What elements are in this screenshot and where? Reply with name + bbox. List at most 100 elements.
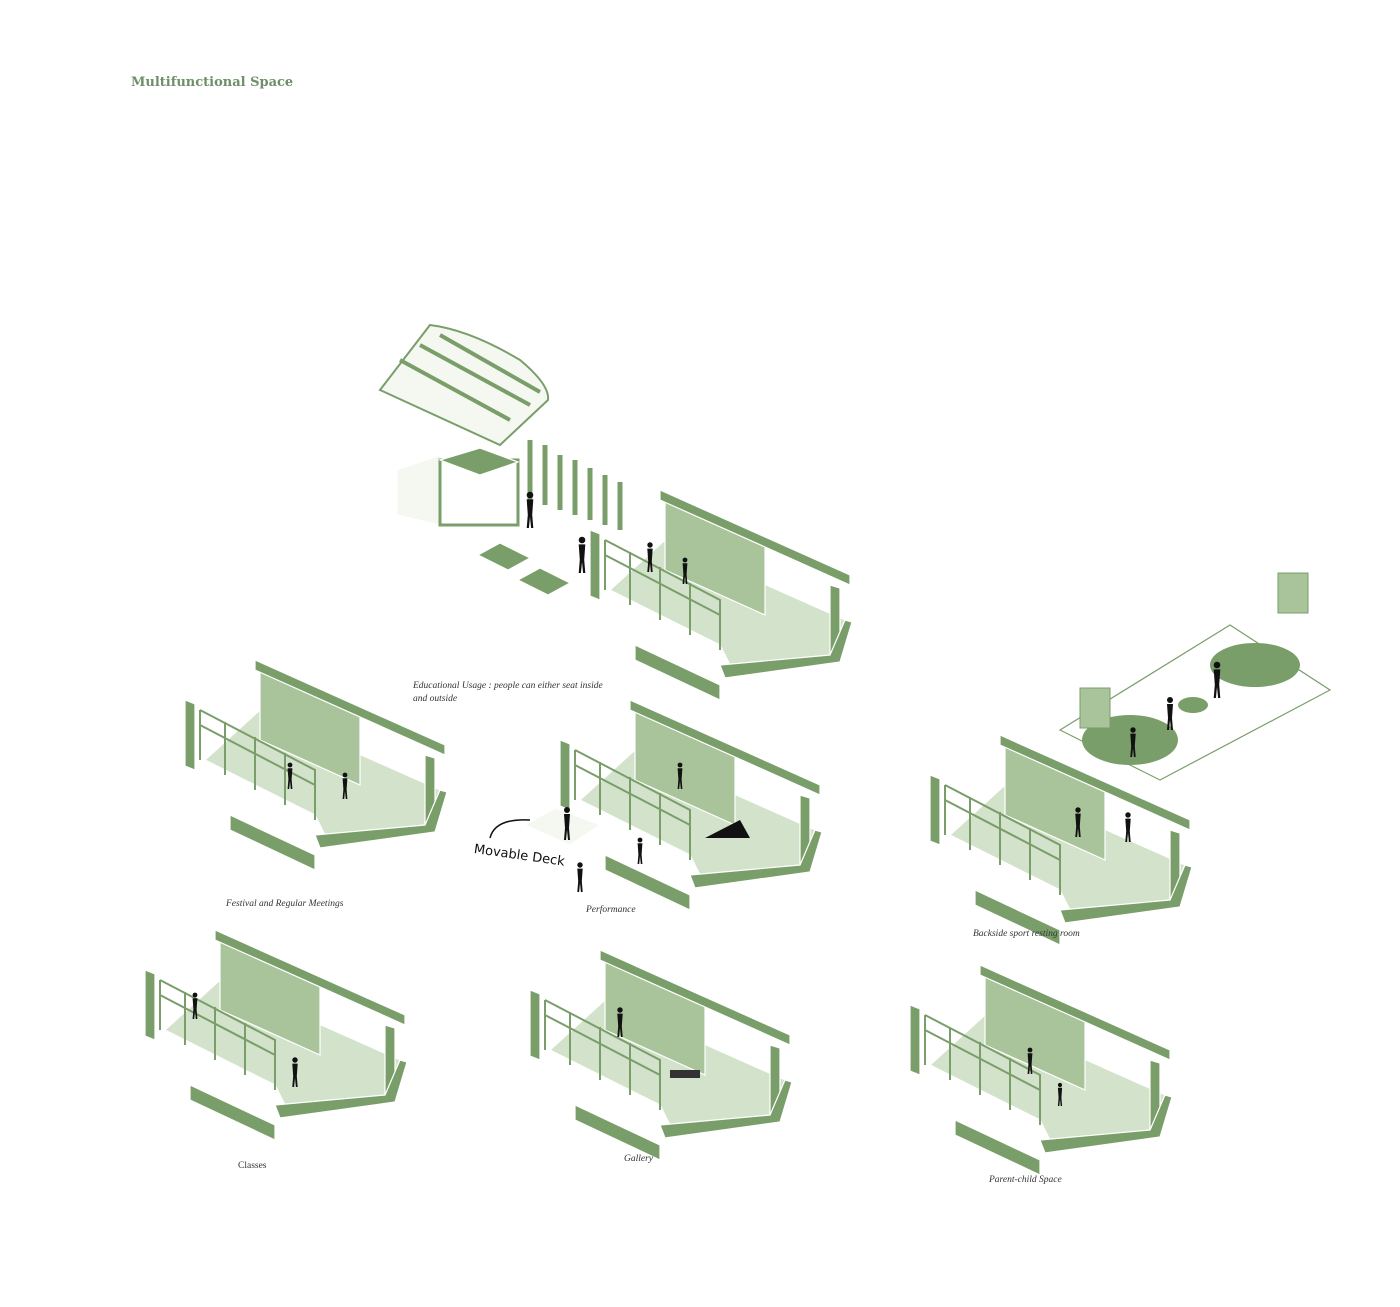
person-figure [1167, 704, 1173, 730]
window-frame [199, 709, 316, 820]
floor-slab [719, 619, 853, 679]
person-head [1125, 812, 1131, 818]
window-frame [604, 539, 721, 650]
caption-educational: Educational Usage : people can either se… [413, 681, 603, 704]
room-classes [144, 929, 408, 1141]
piano-icon [705, 820, 750, 838]
person-figure [292, 1063, 298, 1087]
person-figure [617, 1013, 623, 1037]
front-deck [954, 1119, 1041, 1176]
left-wall [909, 1004, 921, 1076]
roof-edge [214, 929, 406, 1026]
person-head [1057, 1082, 1063, 1088]
person-figure [647, 548, 653, 572]
room-parent-child [909, 964, 1173, 1176]
person-figure [287, 768, 293, 789]
window-frame [944, 784, 1061, 895]
left-wall [144, 969, 156, 1041]
caption-gallery: Gallery [624, 1154, 654, 1164]
wall-panels [527, 440, 623, 530]
roof-edge [999, 734, 1191, 831]
frame-top [438, 447, 520, 476]
exploded-assembly [378, 323, 623, 596]
person-figure [637, 843, 643, 864]
person-figure [677, 768, 683, 789]
floor-slab [1039, 1094, 1173, 1154]
front-deck [604, 854, 691, 911]
caption-sport: Backside sport resting room [973, 929, 1080, 939]
floor-slab [274, 1059, 408, 1119]
person-head [564, 807, 570, 813]
floor-slab [314, 789, 448, 849]
caption-parent-child: Parent-child Space [989, 1175, 1062, 1185]
bench-block [476, 542, 532, 571]
room-educational [589, 489, 853, 701]
floor-slab [689, 829, 823, 889]
front-deck [229, 814, 316, 871]
person-head [342, 772, 348, 778]
room-festival [184, 659, 448, 871]
movable-deck [523, 807, 602, 846]
front-deck [574, 1104, 661, 1161]
roof-edge [599, 949, 791, 1046]
person-head [578, 536, 586, 544]
person-figure [682, 563, 688, 584]
arrow-icon [489, 819, 531, 839]
person-head [292, 1057, 298, 1063]
caption-classes: Classes [238, 1161, 267, 1171]
basketball-hoop-icon [1079, 687, 1111, 729]
roof-ribs [399, 333, 541, 422]
person-head [637, 837, 643, 843]
front-deck [634, 644, 721, 701]
floor-slab [1059, 864, 1193, 924]
left-wall [184, 699, 196, 771]
person-figure [577, 868, 583, 892]
block-module [396, 454, 441, 526]
person-figure [1027, 1053, 1033, 1074]
person-figure [578, 544, 586, 573]
person-figure [564, 814, 570, 840]
person-figure [526, 499, 534, 528]
room-gallery [529, 949, 793, 1161]
person-head [1213, 661, 1221, 669]
person-head [192, 992, 198, 998]
left-wall [529, 989, 541, 1061]
left-wall [559, 739, 571, 811]
gallery-bench [670, 1070, 700, 1078]
window-frame [544, 999, 661, 1110]
center-circle [1178, 697, 1208, 713]
person-figure [1057, 1087, 1063, 1106]
window-frame [574, 749, 691, 860]
front-deck [974, 889, 1061, 946]
left-wall [589, 529, 601, 601]
left-wall [929, 774, 941, 846]
person-head [1027, 1047, 1033, 1053]
room-performance [559, 699, 823, 911]
person-head [617, 1007, 623, 1013]
person-head [577, 862, 583, 868]
caption-festival: Festival and Regular Meetings [226, 899, 344, 909]
person-figure [1213, 669, 1221, 698]
basketball-hoop-icon [1277, 572, 1309, 614]
roof-edge [979, 964, 1171, 1061]
person-head [647, 542, 653, 548]
roof-edge [629, 699, 821, 796]
page-title: Multifunctional Space [131, 75, 294, 90]
person-figure [342, 778, 348, 799]
person-head [526, 491, 534, 499]
roof-edge [254, 659, 446, 756]
arched-roof [378, 323, 550, 447]
person-head [682, 557, 688, 563]
roof-edge [659, 489, 851, 586]
person-head [677, 762, 683, 768]
floor-slab [659, 1079, 793, 1139]
room-sport [929, 734, 1193, 946]
person-head [1130, 727, 1136, 733]
window-frame [159, 979, 276, 1090]
front-deck [189, 1084, 276, 1141]
bench-block [516, 567, 572, 596]
person-figure [1125, 818, 1131, 842]
court-zone [1210, 643, 1300, 687]
